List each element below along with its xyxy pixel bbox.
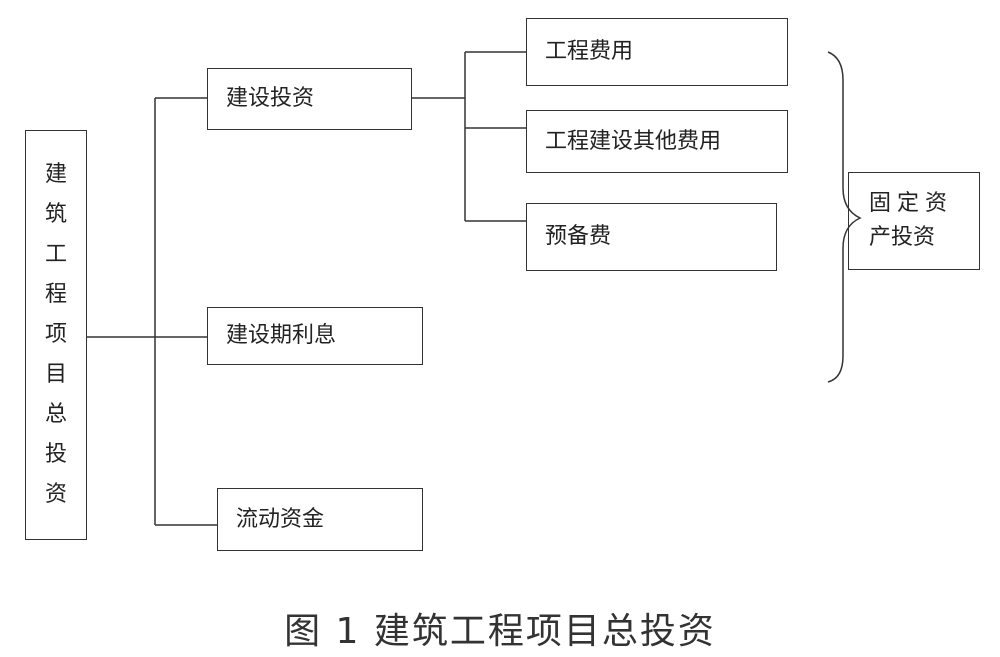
root-char: 工 bbox=[44, 242, 67, 267]
figure-caption: 图 1 建筑工程项目总投资 bbox=[284, 611, 716, 652]
other-cost-label: 工程建设其他费用 bbox=[545, 128, 722, 154]
root-char: 项 bbox=[44, 322, 67, 347]
reserve-cost-label: 预备费 bbox=[545, 224, 612, 249]
root-char: 建 bbox=[44, 162, 67, 187]
fixed-asset-box: 固定资 产投资 bbox=[848, 172, 980, 270]
working-capital-label: 流动资金 bbox=[236, 506, 325, 532]
working-capital-box: 流动资金 bbox=[217, 488, 423, 551]
root-char: 总 bbox=[44, 402, 67, 427]
root-char: 投 bbox=[44, 442, 67, 467]
curly-brace bbox=[827, 51, 862, 383]
construction-investment-box: 建设投资 bbox=[207, 68, 412, 130]
engineering-cost-box: 工程费用 bbox=[526, 18, 788, 86]
other-cost-box: 工程建设其他费用 bbox=[526, 110, 788, 173]
root-char: 资 bbox=[44, 482, 67, 507]
interest-box: 建设期利息 bbox=[207, 307, 423, 365]
interest-label: 建设期利息 bbox=[226, 323, 337, 348]
construction-investment-label: 建设投资 bbox=[226, 86, 315, 111]
root-char: 目 bbox=[44, 362, 67, 387]
fixed-asset-line2: 产投资 bbox=[869, 225, 936, 250]
engineering-cost-label: 工程费用 bbox=[545, 39, 634, 64]
root-char: 筑 bbox=[44, 202, 67, 227]
reserve-cost-box: 预备费 bbox=[526, 203, 777, 271]
fixed-asset-line1: 固定资 bbox=[869, 191, 954, 216]
root-box: 建 筑 工 程 项 目 总 投 资 bbox=[25, 130, 87, 540]
root-char: 程 bbox=[44, 282, 67, 307]
